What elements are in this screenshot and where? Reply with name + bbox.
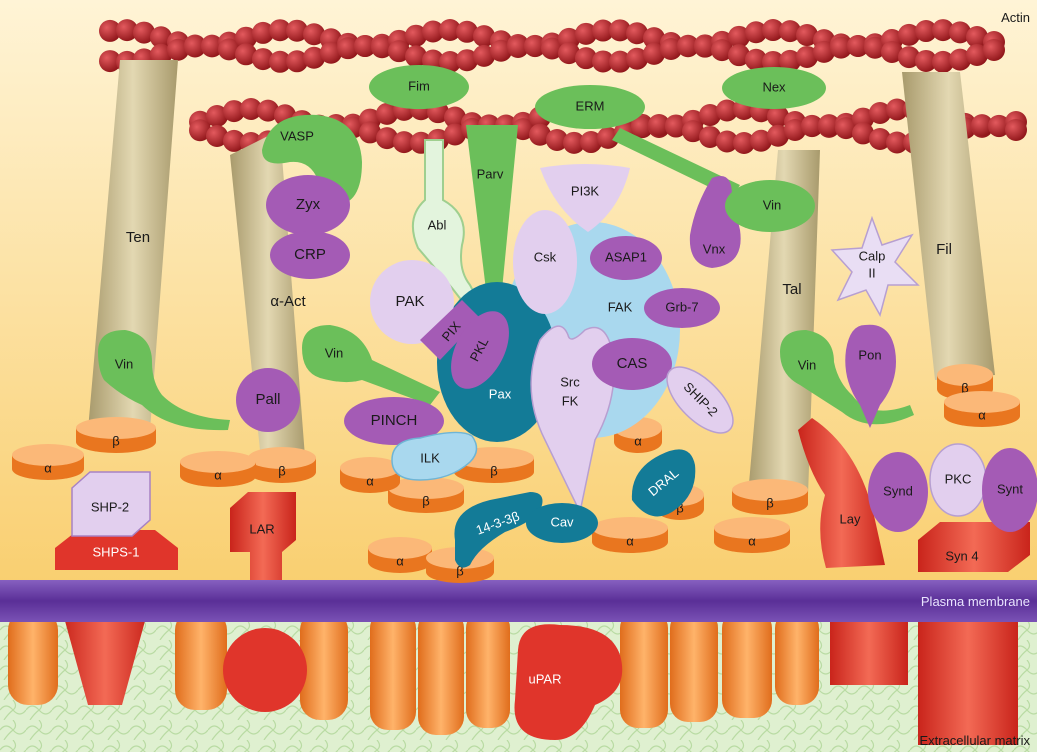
src-fk-label: FK <box>562 393 579 408</box>
extracellular-matrix-label: Extracellular matrix <box>919 733 1030 748</box>
plasma-membrane <box>0 580 1037 622</box>
csk-label: Csk <box>534 249 557 264</box>
tal-label: Tal <box>782 281 801 298</box>
pall-label: Pall <box>255 391 280 408</box>
integrin-beta-label: β <box>490 463 497 478</box>
plasma-membrane-label: Plasma membrane <box>921 594 1030 609</box>
abl-label: Abl <box>428 217 447 232</box>
vin-center-label: Vin <box>325 345 344 360</box>
integrin-alpha-label: α <box>634 433 642 448</box>
asap1-label: ASAP1 <box>605 249 647 264</box>
integrin-alpha-label: α <box>396 553 404 568</box>
src-label: Src <box>560 374 580 389</box>
pax-label: Pax <box>489 386 512 401</box>
pi3k-label: PI3K <box>571 183 600 198</box>
calp-label: Calp <box>859 248 886 263</box>
integrin-alpha-label: α <box>366 473 374 488</box>
syn4-label: Syn 4 <box>945 548 978 563</box>
ilk-label: ILK <box>420 450 440 465</box>
lay-label: Lay <box>840 511 861 526</box>
integrin-beta-label: β <box>422 493 429 508</box>
integrin-alpha-label: α <box>748 533 756 548</box>
pinch-label: PINCH <box>371 412 418 429</box>
grb7-label: Grb-7 <box>665 299 698 314</box>
cav-label: Cav <box>550 514 574 529</box>
vasp-label: VASP <box>280 128 314 143</box>
erm-label: ERM <box>576 98 605 113</box>
vin-right-label: Vin <box>763 197 782 212</box>
integrin-alpha-label: α <box>978 407 986 422</box>
parv-label: Parv <box>477 166 504 181</box>
synd-label: Synd <box>883 483 913 498</box>
ten-label: Ten <box>126 229 150 246</box>
fak-label: FAK <box>608 299 633 314</box>
pkc-label: PKC <box>945 471 972 486</box>
integrin-beta-label: β <box>112 433 119 448</box>
calp-num-label: II <box>868 265 875 280</box>
integrin-alpha-label: α <box>214 467 222 482</box>
integrin-beta-label: β <box>278 463 285 478</box>
integrin-alpha-label: α <box>44 460 52 475</box>
cas-label: CAS <box>617 355 648 372</box>
integrin-beta-label: β <box>766 495 773 510</box>
shp2-label: SHP-2 <box>91 499 129 514</box>
pon-label: Pon <box>858 347 881 362</box>
nex-label: Nex <box>762 79 786 94</box>
actin-label: Actin <box>1001 10 1030 25</box>
fim-label: Fim <box>408 78 430 93</box>
alpha-act-label: α-Act <box>270 293 306 310</box>
synt-label: Synt <box>997 481 1023 496</box>
zyx-label: Zyx <box>296 196 321 213</box>
vin-left-label: Vin <box>115 356 134 371</box>
actin-monomer <box>1005 119 1027 141</box>
shps1-label: SHPS-1 <box>93 544 140 559</box>
crp-label: CRP <box>294 246 326 263</box>
integrin-alpha-label: α <box>626 533 634 548</box>
vin-talin-label: Vin <box>798 357 817 372</box>
pak-label: PAK <box>396 293 425 310</box>
lar-ectodomain <box>223 628 307 712</box>
lar-label: LAR <box>249 521 274 536</box>
actin-monomer <box>983 39 1005 61</box>
upar-label: uPAR <box>529 671 562 686</box>
fil-label: Fil <box>936 241 952 258</box>
vnx-label: Vnx <box>703 241 726 256</box>
